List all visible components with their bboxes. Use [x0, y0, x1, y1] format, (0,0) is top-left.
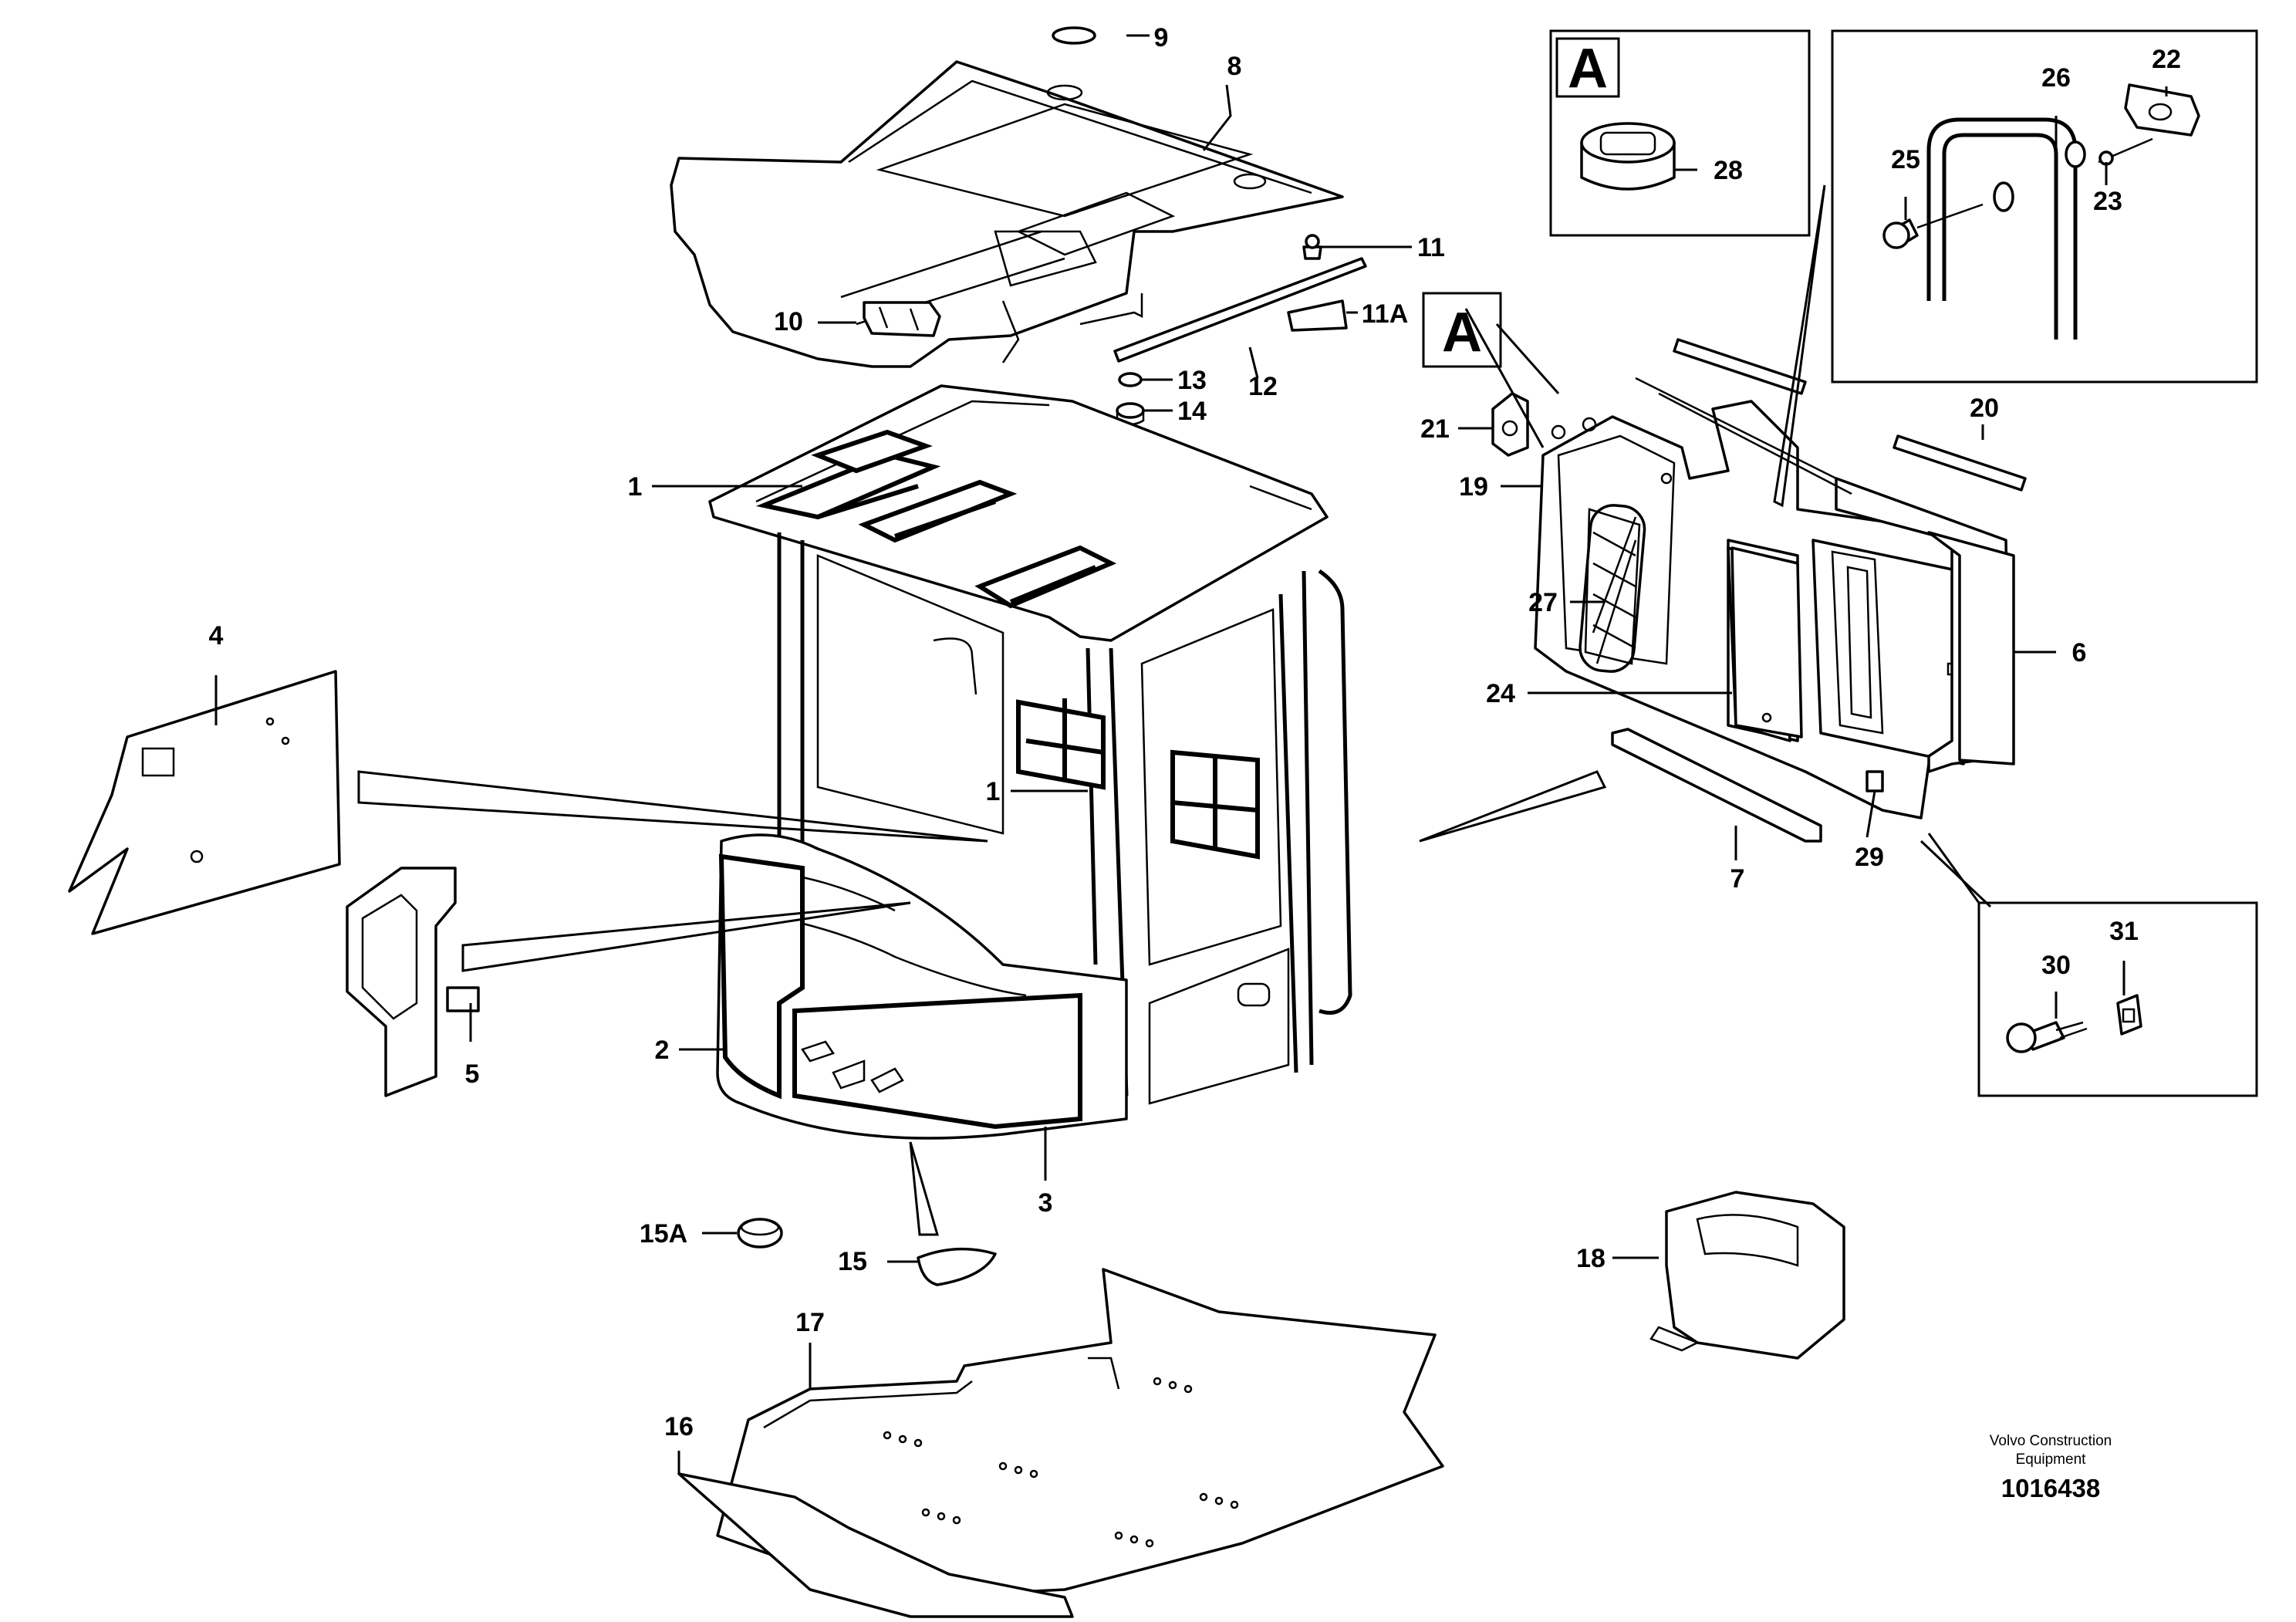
label-16: 16	[664, 1412, 694, 1441]
seal-strip-lower-part	[1611, 728, 1822, 843]
seal-strip-right-part	[1893, 434, 2027, 492]
cap-part	[917, 1247, 997, 1286]
clip-part	[863, 301, 941, 337]
label-21: 21	[1420, 414, 1450, 444]
fastener-part	[1302, 234, 1322, 260]
label-6: 6	[2072, 638, 2087, 667]
label-8: 8	[1227, 52, 1242, 81]
label-3: 3	[1038, 1188, 1053, 1218]
footer: Volvo Construction Equipment 1016438	[1990, 1433, 2112, 1502]
seal-strip-upper-part	[1673, 338, 1807, 395]
callout-pointers	[1464, 184, 1992, 908]
label-9: 9	[1154, 23, 1169, 52]
seal-strip-part	[1113, 257, 1367, 363]
projection-lines	[357, 770, 1607, 1236]
brand-line-1: Volvo Construction	[1990, 1433, 2112, 1449]
floor-mat-part	[677, 1268, 1444, 1618]
label-1a: 1	[628, 472, 643, 502]
callout-letter-a-top: A	[1568, 38, 1608, 100]
label-27: 27	[1528, 588, 1558, 617]
label-20: 20	[1970, 394, 1999, 423]
label-4: 4	[209, 621, 224, 650]
label-23: 23	[2093, 187, 2122, 216]
label-11a: 11A	[1362, 299, 1409, 329]
pad-part	[1287, 299, 1348, 332]
plug-part	[737, 1218, 783, 1249]
bracket-part	[346, 867, 480, 1097]
part-labels: 9 8 10 11 11A 12 13 14 1 1 4 5 2 3 15A 1…	[209, 23, 2181, 1441]
label-22: 22	[2152, 45, 2181, 74]
grommet-part	[1052, 26, 1096, 45]
cab-frame	[708, 384, 1352, 1140]
rear-panel-part	[1534, 400, 1965, 819]
label-28: 28	[1714, 156, 1743, 185]
detail-box-a	[1549, 29, 1811, 237]
label-13: 13	[1177, 366, 1207, 395]
diagram-reference-number: 1016438	[2001, 1474, 2100, 1502]
label-12: 12	[1248, 372, 1278, 401]
label-2: 2	[655, 1036, 670, 1065]
mount-bracket-part	[1491, 392, 1529, 457]
label-14: 14	[1177, 397, 1207, 426]
label-10: 10	[774, 307, 803, 336]
label-19: 19	[1459, 472, 1488, 502]
label-25: 25	[1891, 145, 1920, 174]
label-17: 17	[795, 1308, 825, 1337]
callout-box-a-mid	[1422, 292, 1502, 368]
rear-plate-part	[1635, 377, 2015, 773]
label-29: 29	[1855, 843, 1884, 872]
label-18: 18	[1576, 1244, 1606, 1273]
detail-box-screw	[1977, 901, 2258, 1097]
washer-part	[1118, 372, 1143, 387]
storage-box-part	[1649, 1191, 1845, 1360]
label-15a: 15A	[640, 1219, 687, 1249]
label-15: 15	[838, 1247, 867, 1276]
callout-letter-a-mid: A	[1442, 302, 1482, 363]
brand-line-2: Equipment	[2016, 1451, 2087, 1468]
side-panel-part	[68, 670, 341, 935]
leader-lines	[214, 34, 2168, 1474]
label-1b: 1	[986, 777, 1001, 806]
label-5: 5	[465, 1059, 480, 1089]
edge-clip-part	[1866, 770, 1884, 792]
label-26: 26	[2041, 63, 2071, 93]
label-7: 7	[1730, 864, 1745, 894]
label-30: 30	[2041, 951, 2071, 980]
label-24: 24	[1486, 679, 1515, 708]
roof-cover-part	[670, 60, 1344, 368]
label-31: 31	[2109, 917, 2139, 946]
label-11: 11	[1417, 233, 1445, 262]
